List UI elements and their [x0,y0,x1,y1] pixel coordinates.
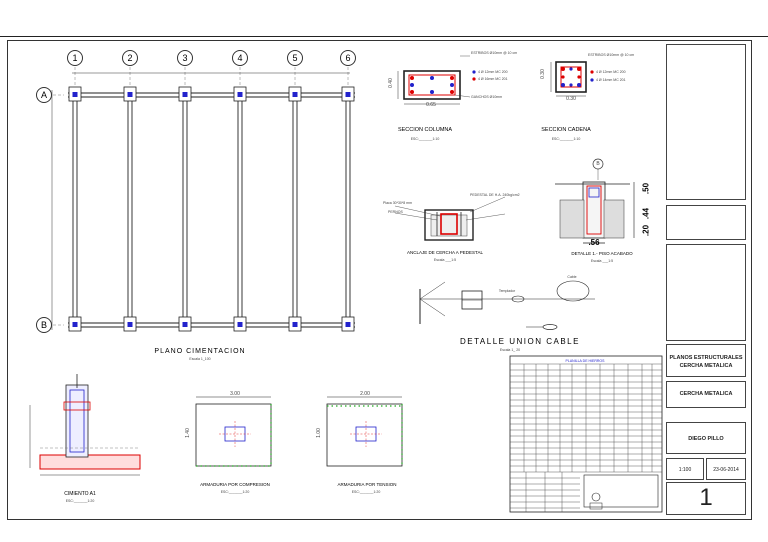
tension-title: ARMADURIA POR TENSION [337,482,397,487]
column-section-height: 0.40 [388,78,394,88]
column-bar1-label: 4 Ø 12mm MC 200 [478,70,508,74]
title-block-logo-cell [666,44,746,200]
compression-title: ARMADURIA POR COMPRESION [200,482,270,487]
title-block-blank-cell [666,244,746,341]
sheet-date: 23-06-2014 [713,467,739,473]
floor-detail-drawing [555,158,635,244]
drawing-frame [7,40,752,520]
tension-mesh-drawing [326,396,403,467]
top-rule [0,36,768,37]
cable-detail-scale: Escala 1_ 20 [499,348,521,352]
axis-marker-3: 3 [177,50,193,66]
chain-bar1-label: 4 Ø 12mm MC 200 [596,70,626,74]
cable-detail-title: DETALLE UNION CABLE [460,337,580,346]
sheet-title: CERCHA METALICA [679,391,733,397]
cable-detail-drawing [419,280,595,330]
column-hooks-label: GANCHOS Ø10mm [471,95,503,99]
chain-stirrup-label: ESTRIBOS Ø10mm @ 10 cm [588,53,635,57]
axis-marker-5: 5 [287,50,303,66]
plan-title: PLANO CIMENTACION [154,348,246,355]
column-section-scale: ESC:_______1:10 [410,137,440,141]
cable-label: Cable [567,275,577,279]
chain-section-height: 0.30 [540,69,546,79]
sheet-number: 1 [699,484,713,511]
title-block-author-cell: DIEGO PILLO [666,422,746,454]
floor-dim-3: .20 [641,224,651,237]
chain-section-scale: ESC:_______1:10 [551,137,581,141]
floor-detail-marker: B [596,161,600,167]
anchor-plate-label: Placa 30*30*8 mm [383,201,412,205]
anchor-pedestal-label: PEDESTAL DE H.A. 240kg/cm2 [470,193,520,197]
title-block-notes-cell [666,205,746,240]
plan-scale: Escala 1_100 [189,357,211,361]
footing-title: CIMIENTO A1 [64,491,96,497]
schedule-title: PLANILLA DE HIERROS [565,359,605,363]
foundation-plan [48,62,355,332]
chain-section-title: SECCION CADENA [541,127,591,133]
title-block-scale-cell: 1:100 [666,458,704,480]
title-block-number-cell: 1 [666,482,746,515]
sheet-scale: 1:100 [678,467,692,473]
project-title: PLANOS ESTRUCTURALES CERCHA METALICA [669,355,743,369]
column-section-title: SECCION COLUMNA [397,127,453,133]
axis-marker-A: A [36,87,52,103]
axis-marker-2: 2 [122,50,138,66]
column-section-width: 0.65 [426,102,436,108]
compression-dim-side: 1.40 [185,428,191,438]
chain-bar2-label: 4 Ø 14mm MC 201 [596,78,626,82]
tension-dim-side: 1.00 [316,428,322,438]
tension-scale: ESC:_______1:20 [351,490,381,494]
chain-section-drawing [550,61,594,97]
title-block-date-cell: 23-06-2014 [706,458,746,480]
compression-mesh-drawing [195,396,272,467]
author-name: DIEGO PILLO [688,436,724,442]
floor-detail-title: DETALLE 1.- PISO ACABADO [571,251,633,256]
anchor-drawing [394,196,506,241]
rebar-schedule-table [509,355,663,513]
title-block-project-cell: PLANOS ESTRUCTURALES CERCHA METALICA [666,344,746,377]
footing-scale: ESC:_______1:20 [65,499,95,503]
anchor-scale: Escala ___1:5 [433,258,457,262]
column-bar2-label: 4 Ø 16mm MC 201 [478,77,508,81]
axis-marker-6: 6 [340,50,356,66]
axis-marker-1: 1 [67,50,83,66]
axis-marker-B: B [36,317,52,333]
floor-detail-scale: Escala ___1:5 [590,259,614,263]
tension-dim-top: 2.00 [360,391,370,397]
compression-scale: ESC:_______1:20 [220,490,250,494]
footing-drawing [29,374,141,476]
anchor-title: ANCLAJE DE CERCHA A PEDESTAL [407,250,483,255]
tensor-label: Templador [498,289,516,293]
anchor-bolts-label: PERNOS [388,210,403,214]
axis-marker-4: 4 [232,50,248,66]
column-section-drawing [397,55,476,105]
title-block-sheet-title-cell: CERCHA METALICA [666,381,746,408]
floor-dim-4: .56 [588,238,600,247]
floor-dim-1: .50 [641,182,651,195]
compression-dim-top: 3.00 [230,391,240,397]
column-stirrup-label: ESTRIBOS Ø10mm @ 10 cm [471,51,518,55]
chain-section-width: 0.30 [566,96,576,102]
